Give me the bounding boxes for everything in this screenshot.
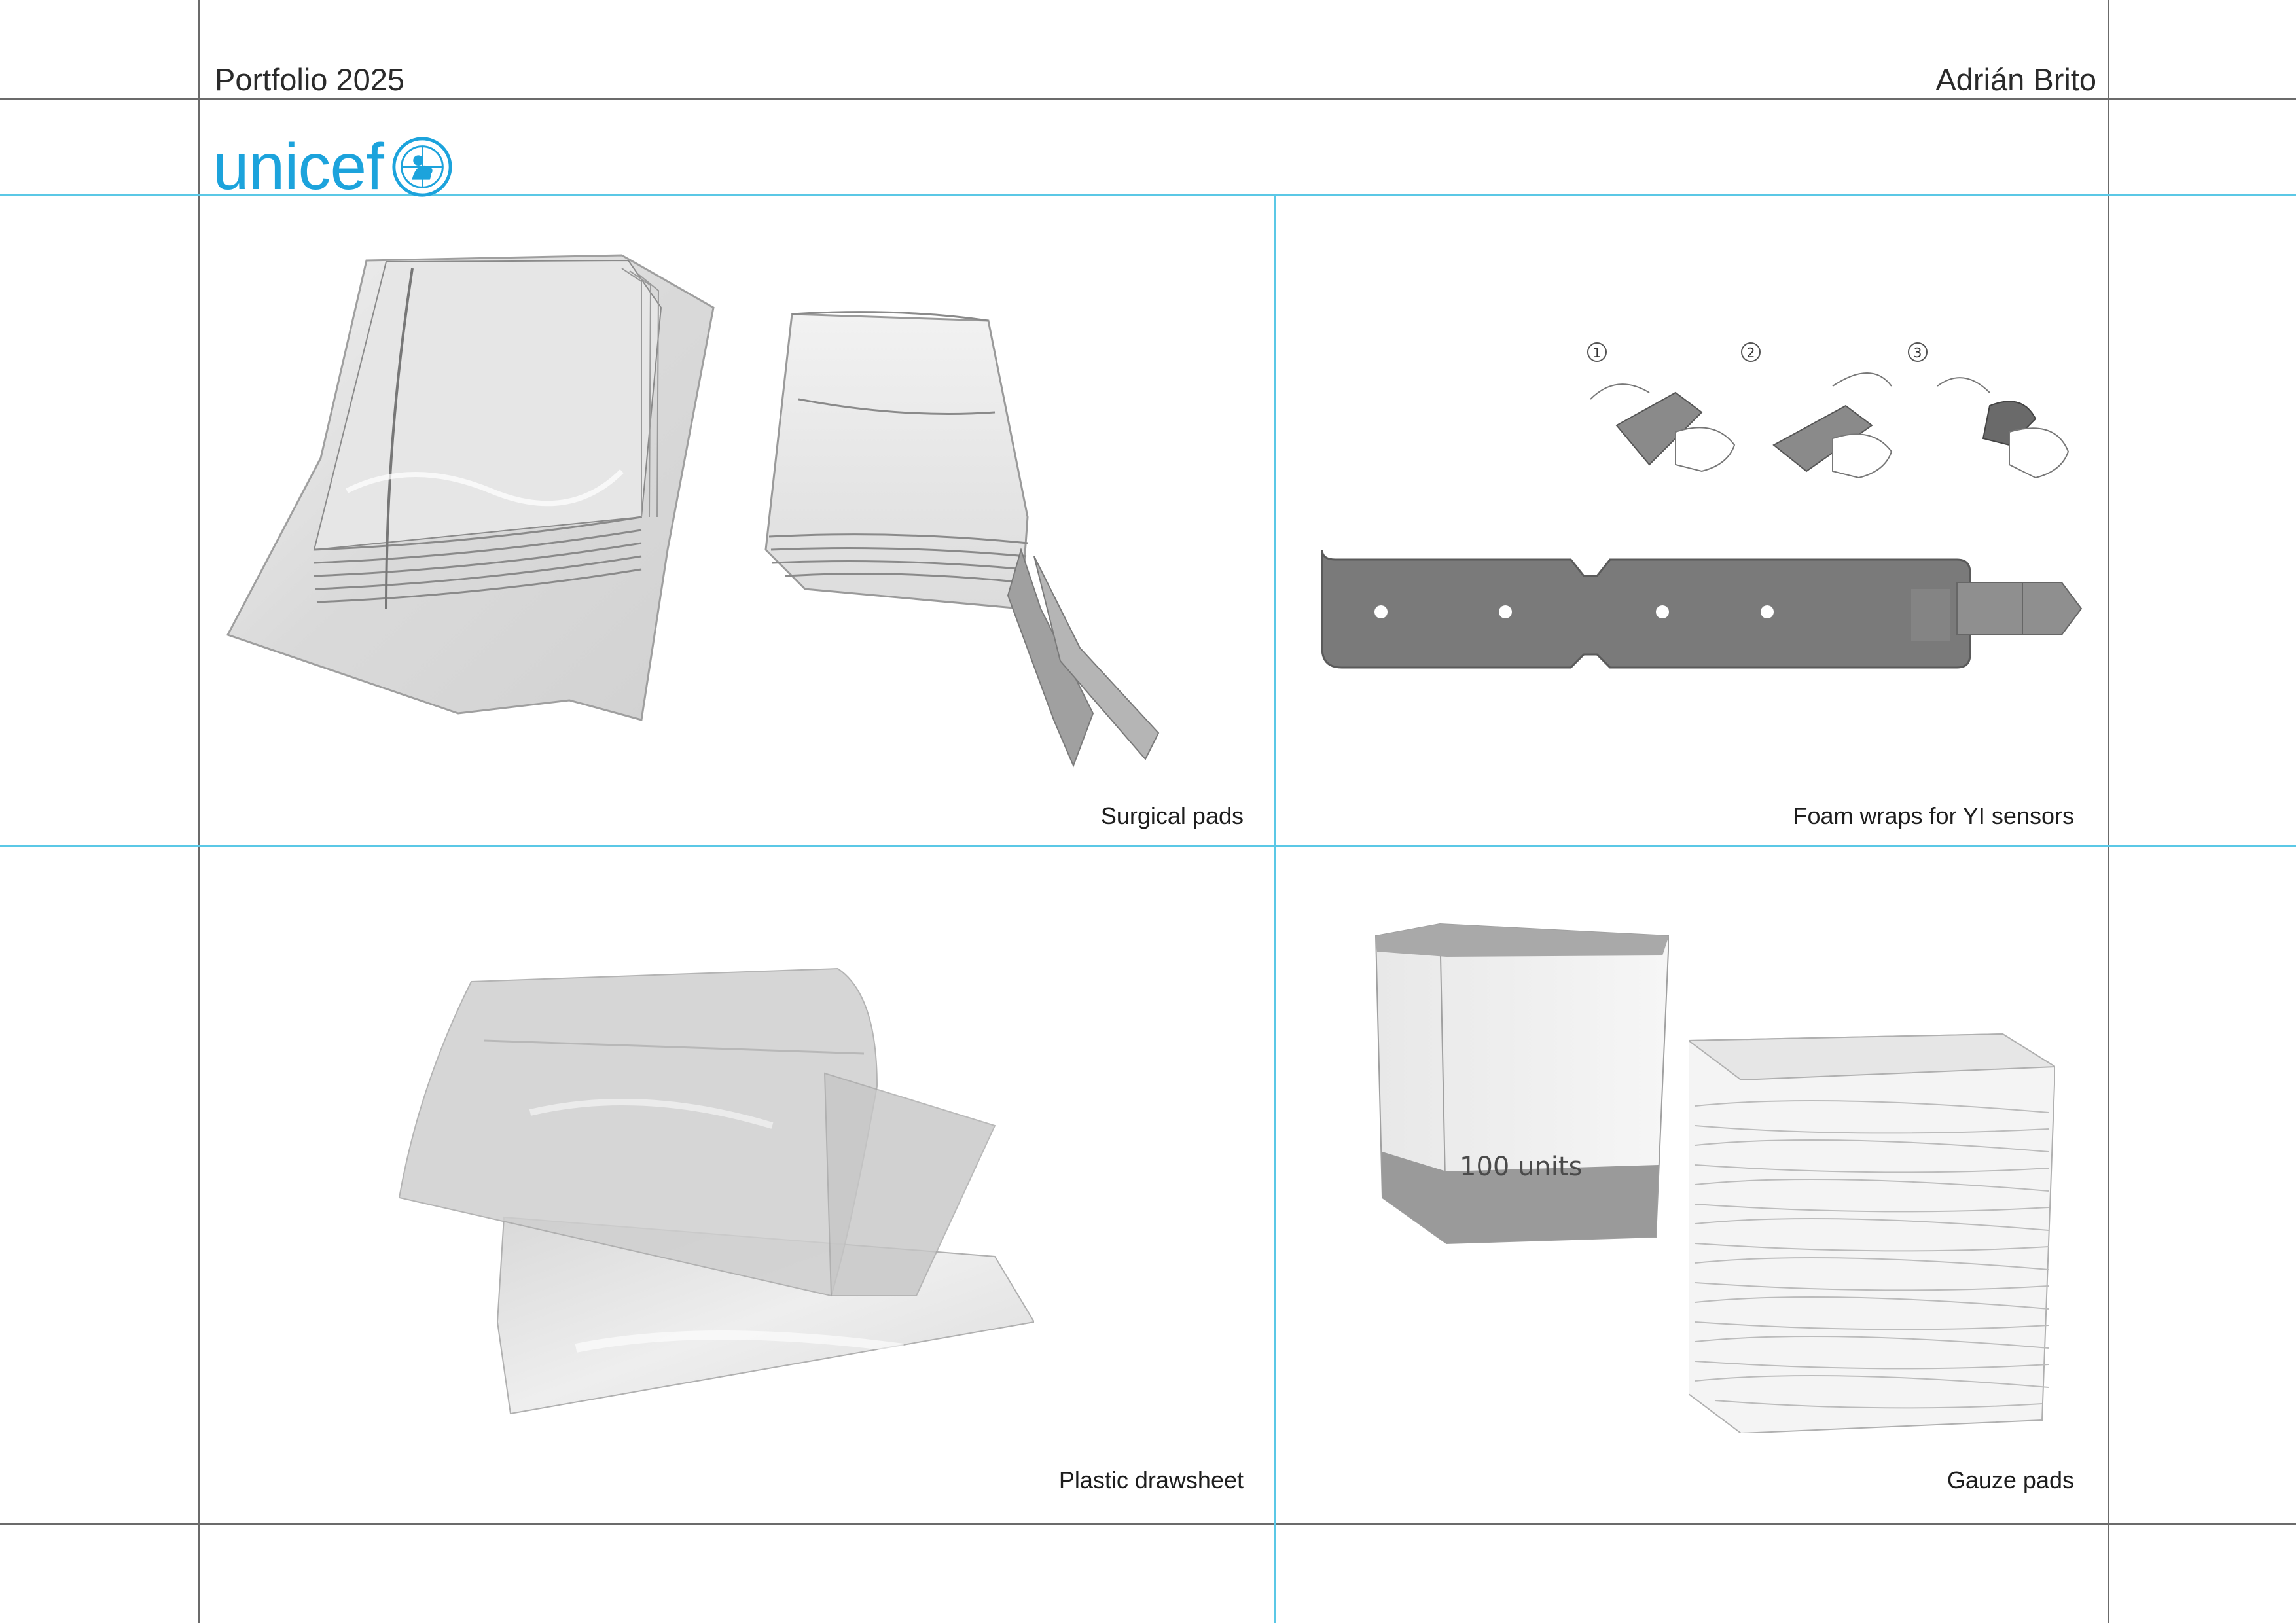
- step-3-illustration: 3: [1908, 342, 2070, 479]
- caption-surgical-pads: Surgical pads: [1100, 802, 1244, 829]
- surgical-pads-illustration: [226, 254, 1160, 768]
- plastic-drawsheet-illustration: [398, 967, 1034, 1415]
- gauze-box: [1374, 923, 1669, 1245]
- foam-wrap-illustration: 1 2 3: [1321, 342, 2083, 669]
- caption-foam-wraps: Foam wraps for YI sensors: [1793, 802, 2075, 829]
- step-2-number: 2: [1747, 345, 1755, 361]
- portfolio-title: Portfolio 2025: [215, 62, 405, 97]
- grid-line-header: [0, 98, 2296, 100]
- step-2-illustration: 2: [1741, 342, 1893, 479]
- guide-line-top: [0, 194, 2296, 196]
- guide-line-middle: [0, 845, 2296, 847]
- box-label: 100 units: [1460, 1152, 1583, 1182]
- caption-plastic-drawsheet: Plastic drawsheet: [1058, 1467, 1244, 1493]
- unicef-wordmark: unicef: [213, 130, 384, 204]
- guide-line-center: [1274, 194, 1276, 1623]
- step-1-number: 1: [1593, 345, 1602, 361]
- grid-line-footer: [0, 1523, 2296, 1525]
- gauze-pads-illustration: 100 units: [1368, 916, 2055, 1440]
- unicef-emblem-icon: [392, 137, 452, 197]
- caption-gauze-pads: Gauze pads: [1946, 1467, 2074, 1493]
- unicef-logo: unicef: [213, 131, 454, 203]
- author-name: Adrián Brito: [1935, 62, 2096, 97]
- grid-line-left: [198, 0, 200, 1623]
- step-3-number: 3: [1914, 345, 1922, 361]
- step-1-illustration: 1: [1587, 342, 1736, 473]
- gauze-stack: [1689, 1033, 2055, 1433]
- grid-line-right: [2108, 0, 2109, 1623]
